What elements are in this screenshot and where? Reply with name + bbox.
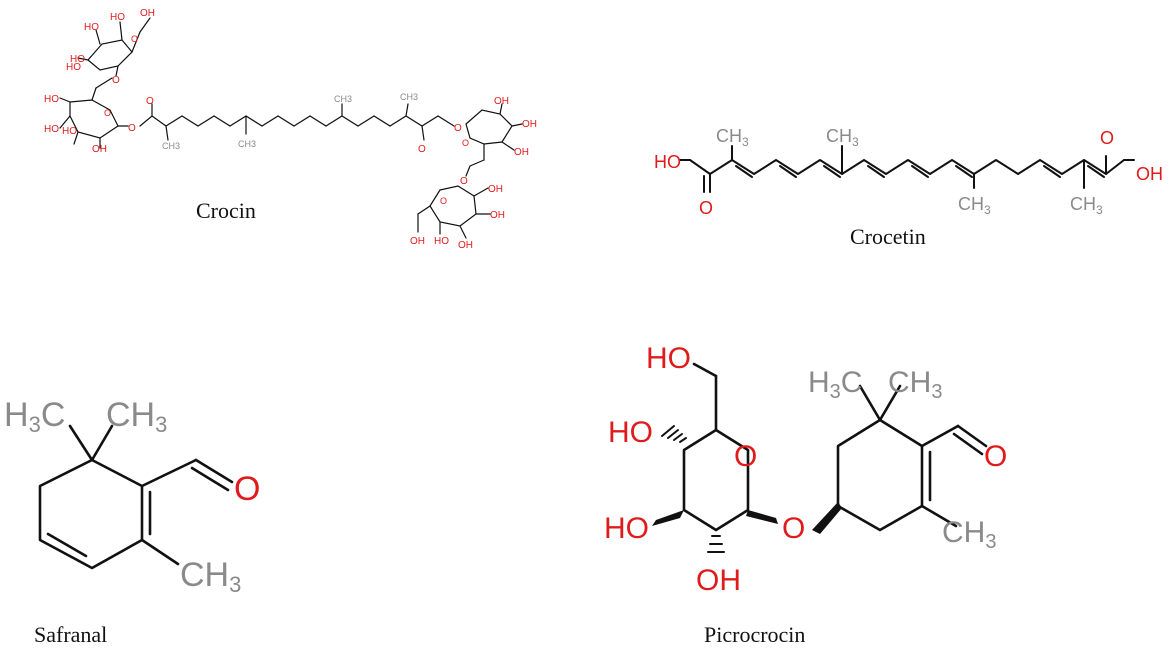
crocin-ring-o-1: O (131, 34, 138, 44)
crocin-ring-o-3: O (462, 138, 469, 148)
crocin-oh-9: OH (92, 144, 107, 155)
picrocrocin-structure: HO HO O HO OH O H3C CH3 O CH3 Picrocroci… (590, 320, 1170, 653)
picrocrocin-ho-2: HO (608, 416, 653, 449)
safranal-structure: H3C CH3 O CH3 Safranal (0, 390, 320, 653)
crocetin-label: Crocetin (850, 224, 926, 249)
crocin-ring-o-4: O (440, 196, 447, 206)
crocin-ch3-3: CH3 (334, 94, 352, 104)
crocin-ch3-1: CH3 (162, 141, 180, 151)
crocin-glucose-top: HO HO HO OH O O HO (66, 8, 155, 86)
picrocrocin-oh-4: OH (696, 564, 741, 597)
crocin-oh-13: OH (488, 184, 503, 195)
crocin-oh-6: HO (44, 94, 59, 105)
crocin-oh-4: OH (140, 8, 155, 19)
crocin-link-o-1: O (112, 75, 120, 86)
crocin-carbonyl-o-1: O (146, 96, 154, 107)
picrocrocin-glycosidic-o: O (782, 512, 805, 545)
crocetin-oh-left: HO (654, 152, 681, 172)
crocin-polyene-chain: O CH3 CH3 CH3 CH3 O O (139, 92, 462, 155)
picrocrocin-wedge-2 (746, 510, 778, 524)
crocin-oh-12: OH (514, 147, 529, 158)
crocetin-structure: HO O OH O CH3 CH3 CH3 CH3 Crocetin (640, 100, 1170, 260)
picrocrocin-ring-o: O (734, 440, 757, 473)
picrocrocin-hashed-bond-2 (707, 535, 725, 553)
crocetin-drawing: HO O OH O CH3 CH3 CH3 CH3 (654, 126, 1163, 218)
crocetin-o-left: O (699, 198, 713, 218)
safranal-label: Safranal (34, 622, 108, 647)
crocin-oh-1: HO (70, 54, 85, 65)
safranal-drawing: H3C CH3 O CH3 (4, 396, 260, 597)
safranal-ch3-bottom: CH3 (180, 556, 241, 597)
picrocrocin-label: Picrocrocin (704, 622, 806, 647)
crocetin-ch3-3: CH3 (958, 194, 991, 217)
picrocrocin-ho-3: HO (604, 512, 649, 545)
picrocrocin-aldehyde-o: O (984, 440, 1007, 473)
crocin-oh-3: HO (110, 12, 125, 23)
crocin-link-o-2: O (460, 176, 468, 187)
crocin-structure: HO HO HO OH O O HO HO HO HO OH O O O CH3… (0, 0, 560, 260)
crocin-glucose-left: HO HO HO OH O O (44, 94, 136, 155)
picrocrocin-hashed-bond-1 (661, 425, 687, 443)
picrocrocin-wedge-3 (812, 502, 842, 534)
picrocrocin-ho-1: HO (646, 342, 691, 375)
crocetin-ch3-4: CH3 (1070, 194, 1103, 217)
crocin-oh-11: OH (522, 119, 537, 130)
crocin-carbonyl-o-2: O (418, 144, 426, 155)
crocetin-ch3-2: CH3 (826, 126, 859, 149)
crocin-oh-8: HO (62, 126, 77, 137)
picrocrocin-ch3-top: CH3 (888, 366, 942, 403)
crocin-oh-15: OH (458, 240, 473, 251)
crocin-oh-7: HO (44, 124, 59, 135)
crocin-glucose-bottom: OH OH OH HO OH O (410, 184, 505, 251)
crocin-glucose-right: OH OH OH O (462, 96, 537, 161)
safranal-ch3-top: CH3 (106, 396, 167, 437)
crocetin-ch3-1: CH3 (716, 126, 749, 149)
picrocrocin-drawing: HO HO O HO OH O H3C CH3 O CH3 (604, 342, 1007, 597)
crocin-ester-o-2: O (454, 123, 462, 134)
crocetin-o-right: O (1100, 128, 1114, 148)
crocin-ester-o-1: O (128, 123, 136, 134)
crocin-oh-16: HO (434, 236, 449, 247)
picrocrocin-ch3-bottom: CH3 (942, 516, 996, 553)
safranal-h3c: H3C (4, 396, 65, 437)
safranal-oxygen: O (234, 470, 260, 508)
crocin-oh-2: HO (84, 22, 99, 33)
crocin-ring-o-2: O (104, 108, 111, 118)
crocin-ch3-4: CH3 (400, 92, 418, 102)
crocin-oh-17: OH (410, 236, 425, 247)
crocin-drawing: HO HO HO OH O O HO HO HO HO OH O O O CH3… (44, 8, 537, 251)
crocin-label: Crocin (196, 198, 256, 223)
crocin-oh-5: HO (66, 62, 81, 73)
picrocrocin-h3c: H3C (808, 366, 862, 403)
crocin-ch3-2: CH3 (238, 139, 256, 149)
crocin-oh-14: OH (490, 210, 505, 221)
crocetin-oh-right: OH (1136, 164, 1163, 184)
picrocrocin-wedge-1 (652, 510, 684, 526)
crocin-oh-10: OH (494, 96, 509, 107)
